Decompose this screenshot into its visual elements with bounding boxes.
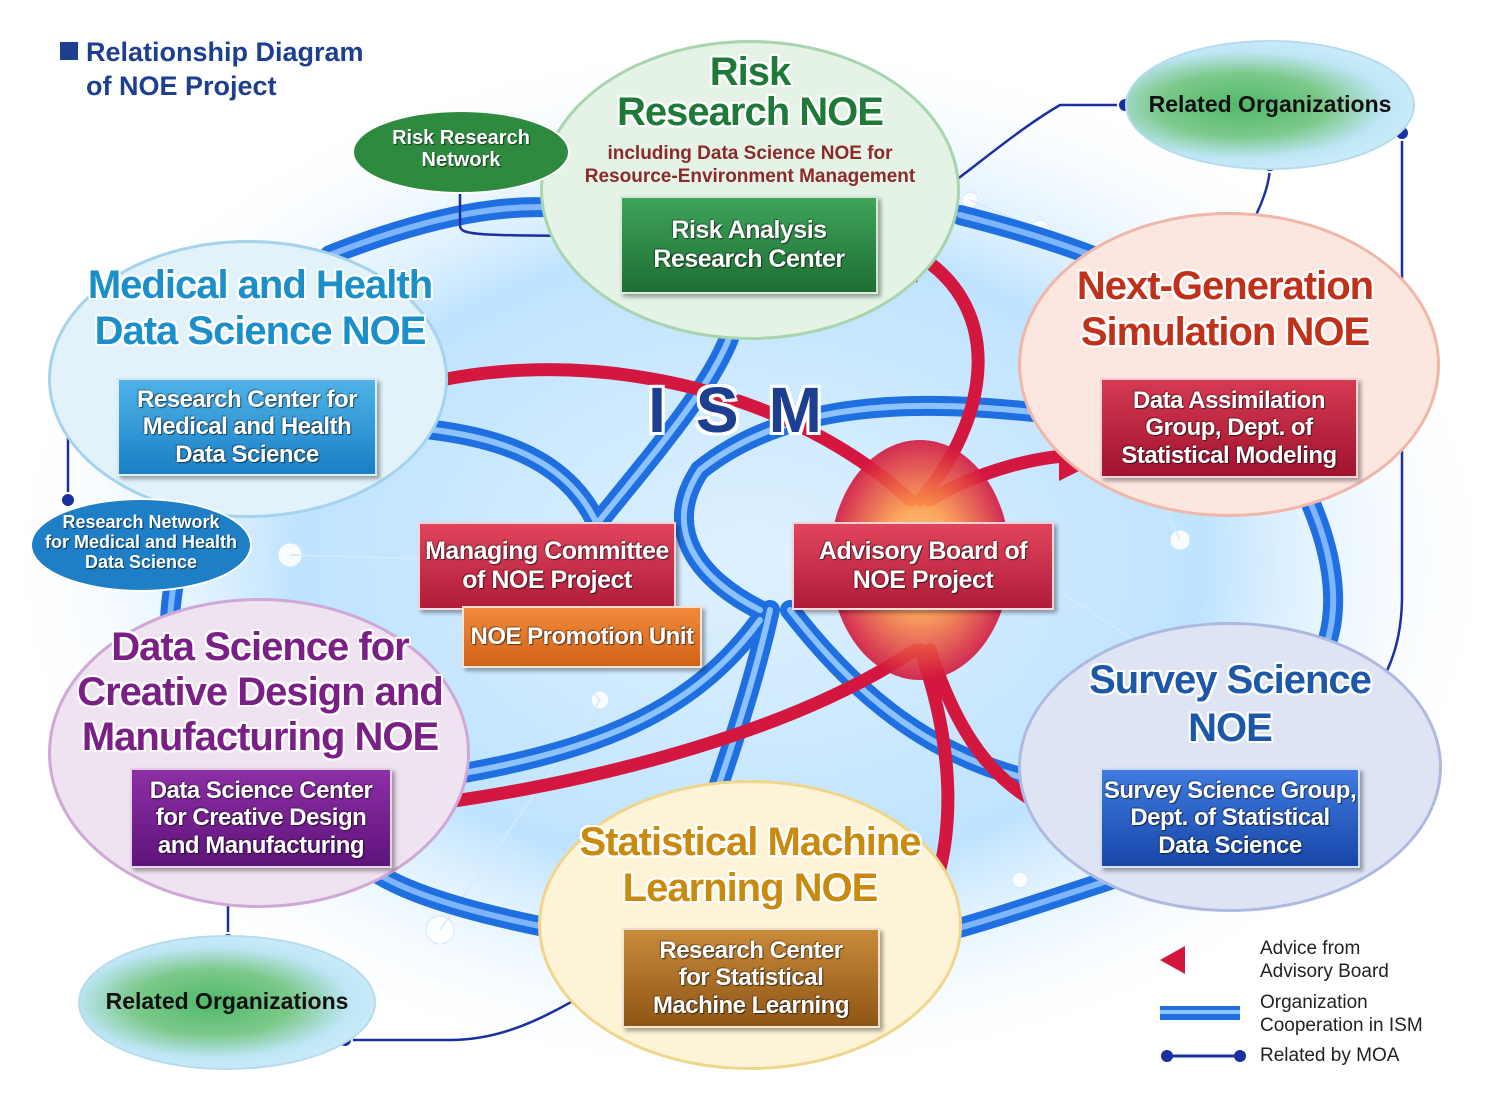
related-organizations-bottom — [78, 935, 376, 1070]
ism-label: ISM — [648, 374, 852, 446]
legend-graphics — [1160, 946, 1246, 1062]
noe-promotion-unit: NOE Promotion Unit — [462, 606, 702, 668]
legend-moa: Related by MOA — [1260, 1045, 1400, 1066]
title-line: Relationship Diagram — [86, 37, 364, 67]
diagram-title: Relationship Diagram of NOE Project — [60, 36, 364, 104]
related-organizations-top — [1125, 40, 1415, 170]
square-bullet-icon — [60, 42, 78, 60]
research-network-medical-health — [30, 498, 252, 592]
related-organizations-bottom-label: Related Organizations — [105, 988, 349, 1014]
related-organizations-top-label: Related Organizations — [1148, 91, 1392, 117]
title-line: of NOE Project — [86, 70, 277, 101]
survey-science-group: Survey Science Group,Dept. of Statistica… — [1100, 768, 1360, 868]
risk-research-network — [352, 110, 570, 194]
